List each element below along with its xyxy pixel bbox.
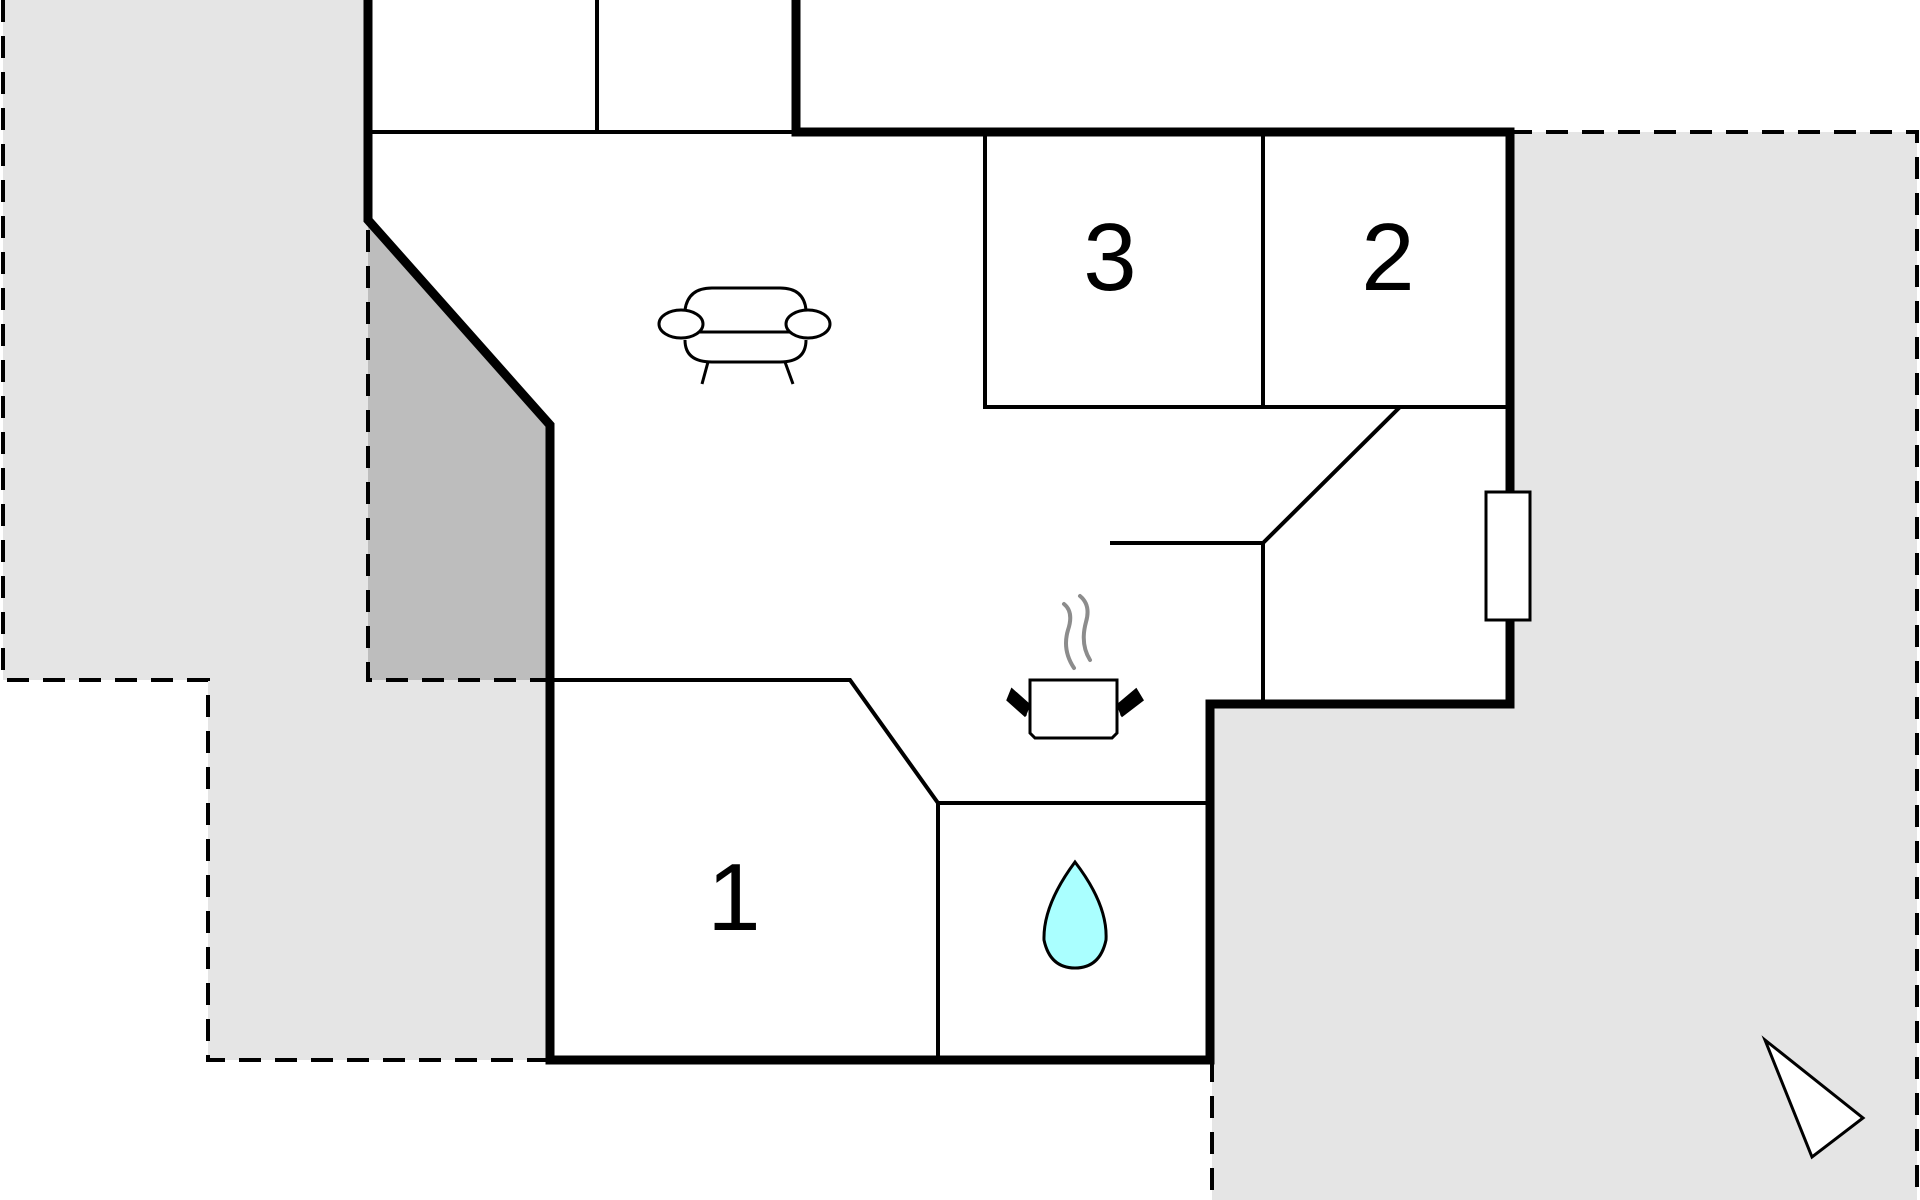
terrace-west [3,0,550,1060]
house-interior [368,0,1510,1060]
room-label-3: 3 [1083,204,1136,311]
interior-walls [368,0,1510,1060]
water-drop-icon [1042,859,1108,970]
terrace-west-border [1,0,550,1062]
room-label-1: 1 [707,844,760,951]
terrace-east-border [1210,130,1919,1200]
terrace-covered-border [366,230,550,682]
cooking-pot-icon [1006,594,1144,740]
wall-bedroom-1 [550,678,1210,805]
door-icon [1484,490,1532,622]
exterior-wall-west [363,0,1515,1065]
compass-pointer-icon [1761,1035,1866,1160]
room-label-2: 2 [1361,204,1414,311]
exterior-walls [363,0,1515,1065]
room-labels: 3 2 1 [707,204,1414,951]
terrace-west-covered [368,220,550,680]
terrace-areas [3,0,1917,1200]
wall-bedrooms-block [983,132,1510,409]
terrace-east [1210,132,1917,1200]
sofa-icon [657,286,832,385]
